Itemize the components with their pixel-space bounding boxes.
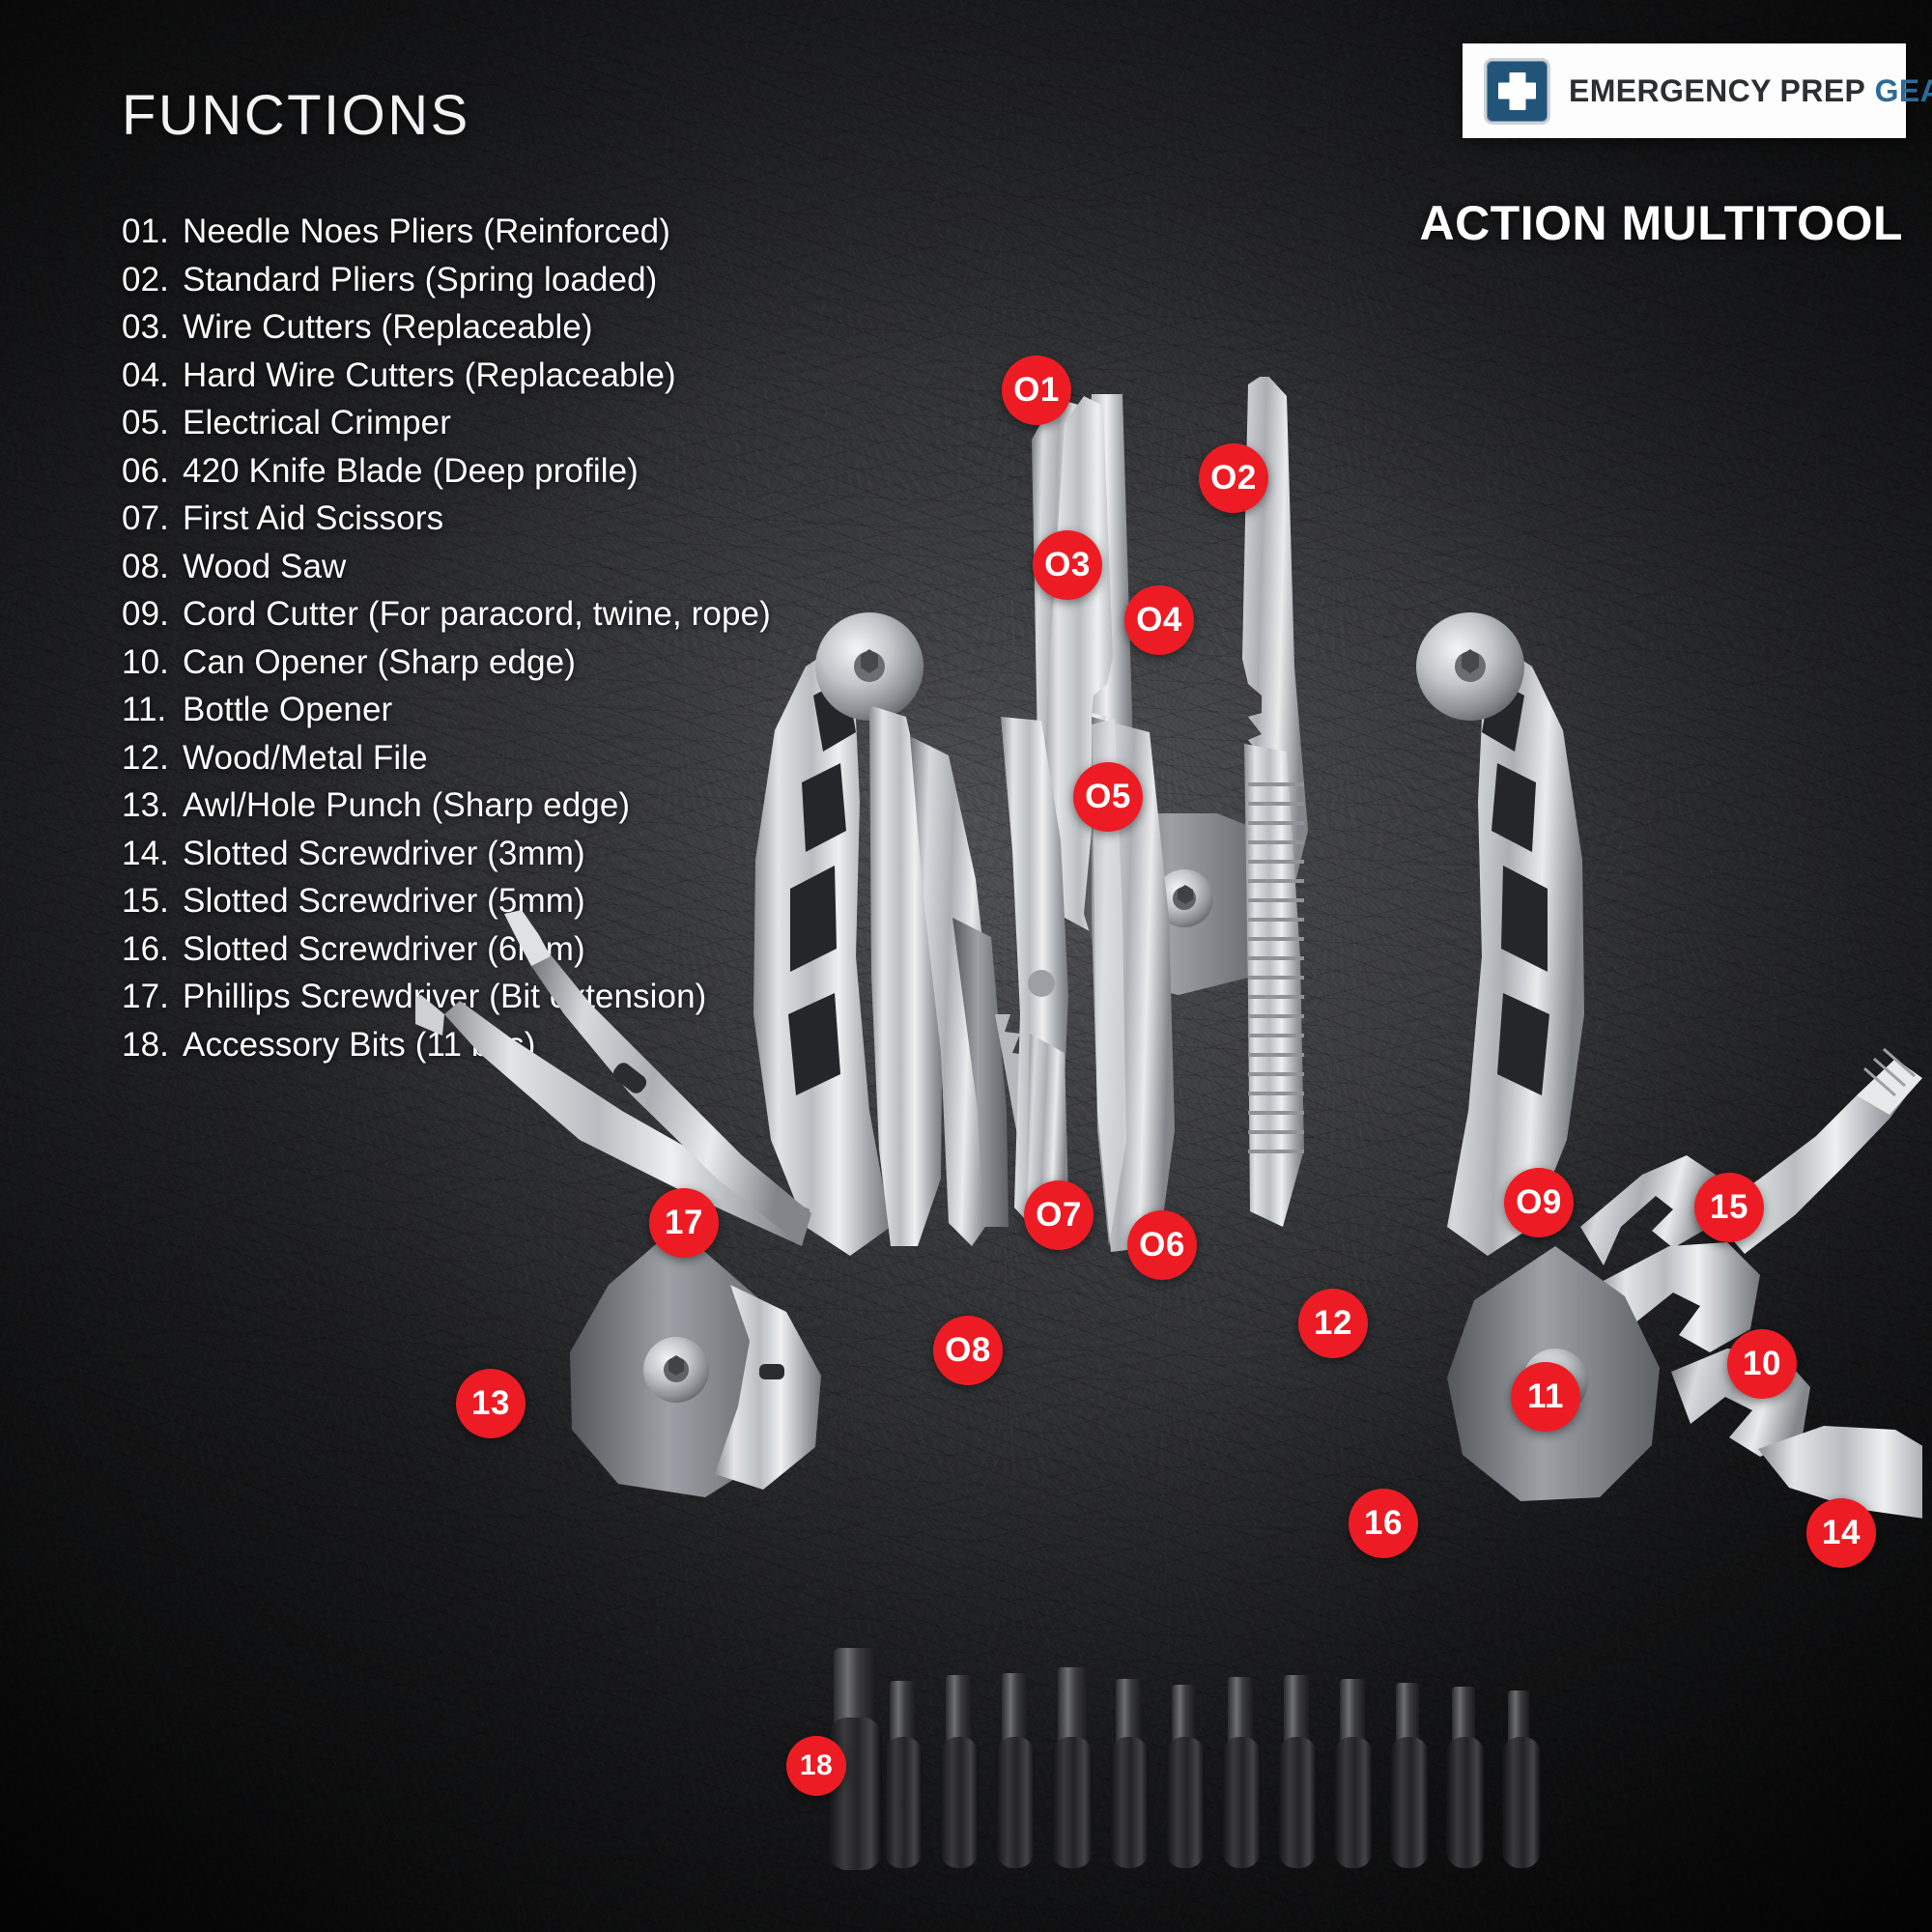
function-label: Awl/Hole Punch (Sharp edge)	[183, 786, 631, 824]
function-list-item: 09. Cord Cutter (For paracord, twine, rop…	[122, 590, 895, 639]
function-number: 14.	[122, 834, 169, 872]
functions-heading: FUNCTIONS	[122, 84, 470, 147]
callout-badge-17[interactable]: 17	[649, 1188, 719, 1258]
function-label: Wire Cutters (Replaceable)	[183, 308, 593, 346]
function-label: Slotted Screwdriver (3mm)	[183, 834, 585, 872]
function-number: 12.	[122, 738, 169, 777]
function-list-item: 01. Needle Noes Pliers (Reinforced)	[122, 208, 895, 256]
callout-badge-16[interactable]: 16	[1349, 1489, 1418, 1558]
function-number: 18.	[122, 1025, 169, 1064]
function-list-item: 06. 420 Knife Blade (Deep profile)	[122, 447, 895, 496]
callout-badge-03[interactable]: O3	[1033, 530, 1102, 600]
function-label: Standard Pliers (Spring loaded)	[183, 260, 658, 298]
function-label: Electrical Crimper	[183, 404, 451, 441]
function-label: Cord Cutter (For paracord, twine, rope)	[183, 595, 771, 633]
function-number: 08.	[122, 547, 169, 585]
function-number: 16.	[122, 929, 169, 968]
brand-name-primary: EMERGENCY PREP	[1569, 72, 1866, 108]
function-list-item: 03. Wire Cutters (Replaceable)	[122, 303, 895, 352]
function-label: Wood Saw	[183, 547, 347, 585]
callout-badge-12[interactable]: 12	[1298, 1289, 1368, 1358]
function-list-item: 02. Standard Pliers (Spring loaded)	[122, 256, 895, 304]
callout-badge-04[interactable]: O4	[1124, 585, 1194, 655]
function-number: 10.	[122, 642, 169, 681]
cross-horizontal-bar	[1498, 82, 1536, 99]
function-number: 15.	[122, 882, 169, 920]
callout-badge-08[interactable]: O8	[933, 1316, 1003, 1385]
callout-badge-15[interactable]: 15	[1694, 1173, 1764, 1242]
function-list-item: 11. Bottle Opener	[122, 686, 895, 734]
function-number: 02.	[122, 260, 169, 298]
function-list-item: 08. Wood Saw	[122, 543, 895, 591]
function-list-item: 07. First Aid Scissors	[122, 495, 895, 543]
function-label: Hard Wire Cutters (Replaceable)	[183, 355, 676, 394]
callout-badge-10[interactable]: 10	[1727, 1329, 1797, 1399]
callout-badge-11[interactable]: 11	[1511, 1362, 1580, 1432]
function-label: Phillips Screwdriver (Bit extension)	[183, 978, 707, 1015]
callout-badge-01[interactable]: O1	[1002, 355, 1071, 425]
function-number: 13.	[122, 786, 169, 824]
brand-wordmark: EMERGENCY PREP GEAR	[1569, 73, 1932, 109]
callout-badge-18[interactable]: 18	[786, 1736, 846, 1796]
functions-list: 01. Needle Noes Pliers (Reinforced) 02. Sta…	[122, 208, 895, 1068]
function-label: Wood/Metal File	[183, 738, 428, 777]
accessory-bits-illustration	[828, 1648, 1541, 1870]
function-label: Bottle Opener	[183, 691, 393, 728]
callout-badge-05[interactable]: O5	[1073, 762, 1143, 832]
function-number: 06.	[122, 451, 169, 490]
function-number: 09.	[122, 595, 169, 633]
function-number: 17.	[122, 978, 169, 1015]
function-label: Can Opener (Sharp edge)	[183, 642, 576, 681]
function-list-item: 14. Slotted Screwdriver (3mm)	[122, 830, 895, 878]
function-list-item: 10. Can Opener (Sharp edge)	[122, 639, 895, 687]
function-number: 05.	[122, 404, 169, 441]
function-label: 420 Knife Blade (Deep profile)	[183, 451, 639, 490]
callout-badge-09[interactable]: O9	[1504, 1168, 1574, 1237]
function-list-item: 13. Awl/Hole Punch (Sharp edge)	[122, 781, 895, 830]
function-list-item: 04. Hard Wire Cutters (Replaceable)	[122, 352, 895, 400]
callout-badge-07[interactable]: O7	[1024, 1180, 1094, 1250]
function-list-item: 15.Slotted Screwdriver (5mm)	[122, 877, 895, 925]
function-list-item: 12. Wood/Metal File	[122, 734, 895, 782]
function-number: 07.	[122, 499, 169, 537]
function-number: 03.	[122, 308, 169, 346]
function-label: First Aid Scissors	[183, 499, 444, 537]
product-title: ACTION MULTITOOL	[1419, 196, 1903, 250]
callout-badge-14[interactable]: 14	[1806, 1498, 1876, 1568]
function-label: Needle Noes Pliers (Reinforced)	[183, 213, 670, 250]
medical-cross-icon	[1484, 57, 1550, 125]
function-list-item: 17. Phillips Screwdriver (Bit extension)	[122, 973, 895, 1021]
function-number: 11.	[122, 691, 167, 728]
function-number: 01.	[122, 213, 169, 250]
brand-logo: EMERGENCY PREP GEAR	[1463, 43, 1932, 138]
callout-badge-06[interactable]: O6	[1127, 1210, 1197, 1280]
callout-badge-02[interactable]: O2	[1199, 443, 1268, 513]
function-number: 04.	[122, 355, 169, 394]
brand-name-accent: GEAR	[1874, 72, 1932, 108]
callout-badge-13[interactable]: 13	[456, 1369, 526, 1438]
function-list-item: 05. Electrical Crimper	[122, 399, 895, 447]
multitool-illustration	[415, 377, 1922, 1519]
